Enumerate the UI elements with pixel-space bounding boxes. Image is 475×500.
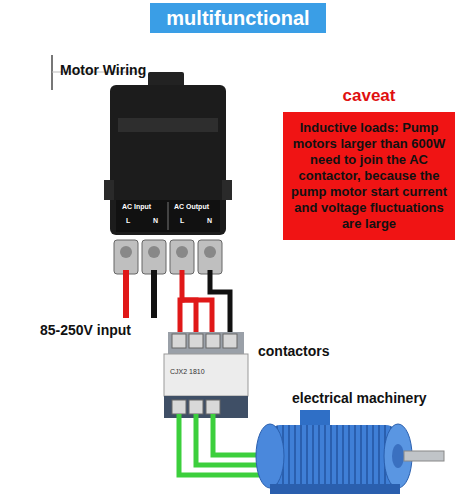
caveat-heading: caveat [283,84,455,112]
pin-label: N [207,217,212,224]
part-label: electrical machinery [292,390,427,406]
model-label: CJX2 1810 [170,368,205,375]
section-label: Motor Wiring [60,62,146,78]
pin-label: L [180,217,184,224]
part-label: contactors [258,343,330,359]
pin-label: N [153,217,158,224]
input-label: 85-250V input [40,322,131,338]
terminal-label: AC Input [122,203,151,210]
title-banner: multifunctional [150,3,326,33]
caveat-box: caveatInductive loads: Pump motors large… [283,84,455,240]
caveat-text: Inductive loads: Pump motors larger than… [283,112,455,240]
terminal-label: AC Output [174,203,209,210]
pin-label: L [126,217,130,224]
